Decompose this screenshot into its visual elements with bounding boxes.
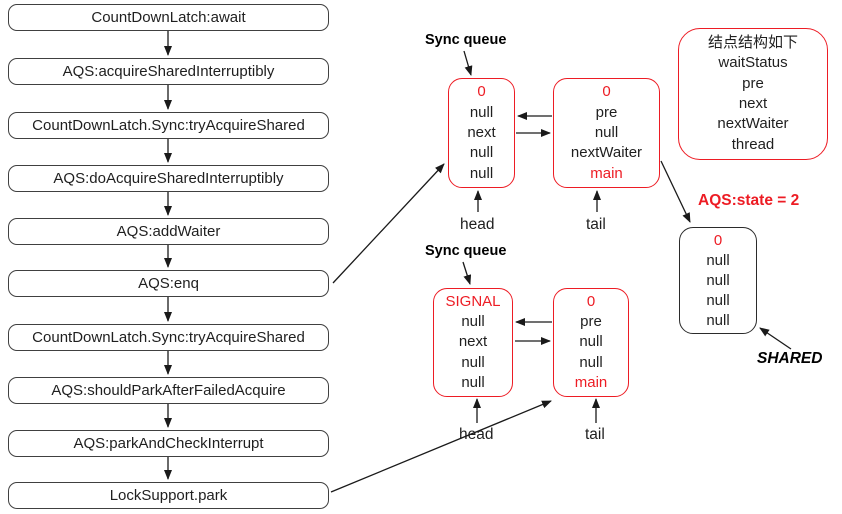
node-field-pre: null <box>469 103 494 121</box>
sync-queue-top-head-label: head <box>460 216 495 233</box>
legend-field-next: next <box>738 95 768 113</box>
sync-queue-bottom-head-node: SIGNAL null next null null <box>433 288 513 397</box>
node-field-waitstatus: 0 <box>477 83 486 101</box>
flow-step-try-acquire-shared-2: CountDownLatch.Sync:tryAcquireShared <box>8 324 329 351</box>
node-structure-legend: 结点结构如下 waitStatus pre next nextWaiter th… <box>678 28 828 160</box>
sync-queue-top-tail-label: tail <box>586 216 606 233</box>
node-field-waitstatus: SIGNAL <box>445 293 501 311</box>
shared-node: 0 null null null null <box>679 227 757 334</box>
node-field-thread: null <box>461 373 485 391</box>
node-field-next: null <box>579 333 603 351</box>
node-field-next: null <box>706 272 730 289</box>
node-field-nextwaiter: nextWaiter <box>570 144 643 162</box>
node-field-thread: null <box>469 164 494 182</box>
legend-field-waitstatus: waitStatus <box>718 54 788 72</box>
node-field-pre: null <box>461 313 485 331</box>
node-field-waitstatus: 0 <box>586 293 596 311</box>
node-field-nextwaiter: null <box>469 144 494 162</box>
node-field-next: next <box>458 333 488 351</box>
node-field-next: next <box>467 123 496 141</box>
tail-node-to-shared-node-arrow <box>660 160 691 223</box>
node-field-waitstatus: 0 <box>602 83 611 101</box>
park-to-tail-node-arrow <box>330 400 552 493</box>
node-field-nextwaiter: null <box>579 353 603 371</box>
flow-step-enq: AQS:enq <box>8 270 329 297</box>
legend-field-pre: pre <box>742 74 764 92</box>
node-field-nextwaiter: null <box>706 292 730 309</box>
aqs-state-label: AQS:state = 2 <box>698 192 800 209</box>
flow-step-do-acquire-shared-interruptibly: AQS:doAcquireSharedInterruptibly <box>8 165 329 192</box>
sync-queue-bottom-label: Sync queue <box>425 243 507 259</box>
node-field-waitstatus: 0 <box>713 232 723 249</box>
node-field-pre: null <box>706 252 730 269</box>
node-field-nextwaiter: null <box>461 353 485 371</box>
sync-queue-bottom-head-label: head <box>459 426 494 443</box>
flow-step-add-waiter: AQS:addWaiter <box>8 218 329 245</box>
enq-to-head-node-arrow <box>332 163 445 284</box>
shared-label-arrow <box>759 327 792 350</box>
node-field-thread: main <box>574 373 608 391</box>
node-field-pre: pre <box>580 313 602 331</box>
flow-step-should-park-after-failed-acquire: AQS:shouldParkAfterFailedAcquire <box>8 377 329 404</box>
sync-queue-top-head-node: 0 null next null null <box>448 78 515 188</box>
node-field-thread: null <box>706 312 730 329</box>
flow-step-locksupport-park: LockSupport.park <box>8 482 329 509</box>
node-field-next: null <box>594 123 619 141</box>
sync-queue-top-tail-node: 0 pre null nextWaiter main <box>553 78 660 188</box>
node-field-pre: pre <box>595 103 618 121</box>
flow-step-acquire-shared-interruptibly: AQS:acquireSharedInterruptibly <box>8 58 329 85</box>
legend-field-thread: thread <box>731 135 775 153</box>
flow-step-try-acquire-shared-1: CountDownLatch.Sync:tryAcquireShared <box>8 112 329 139</box>
sync-queue-top-label-arrow <box>463 50 473 76</box>
legend-field-nextwaiter: nextWaiter <box>717 115 789 133</box>
node-structure-title: 结点结构如下 <box>707 34 798 52</box>
sync-queue-top-label: Sync queue <box>425 32 507 48</box>
flow-step-countdownlatch-await: CountDownLatch:await <box>8 4 329 31</box>
flow-step-park-and-check-interrupt: AQS:parkAndCheckInterrupt <box>8 430 329 457</box>
sync-queue-bottom-label-arrow <box>462 261 472 285</box>
shared-label: SHARED <box>757 350 823 367</box>
node-field-thread: main <box>590 164 623 182</box>
sync-queue-bottom-tail-node: 0 pre null null main <box>553 288 629 397</box>
sync-queue-bottom-tail-label: tail <box>585 426 605 443</box>
